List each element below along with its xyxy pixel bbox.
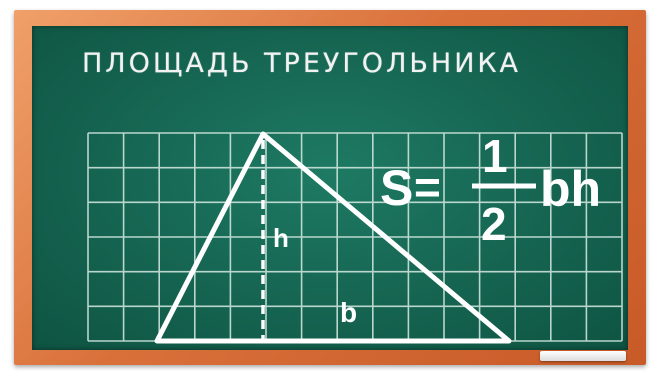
formula-rhs: bh [540,161,601,217]
fraction-denominator: 2 [481,198,507,250]
chalk-stick-icon [540,351,626,361]
area-formula: S = 1 2 bh [380,130,601,250]
formula-equals: = [414,161,441,213]
fraction-numerator: 1 [482,130,508,182]
base-label: b [340,297,357,328]
formula-lhs: S [380,160,413,216]
board-title: ПЛОЩАДЬ ТРЕУГОЛЬНИКА [82,48,522,79]
height-label: h [273,223,289,253]
triangle-shape [154,131,512,344]
